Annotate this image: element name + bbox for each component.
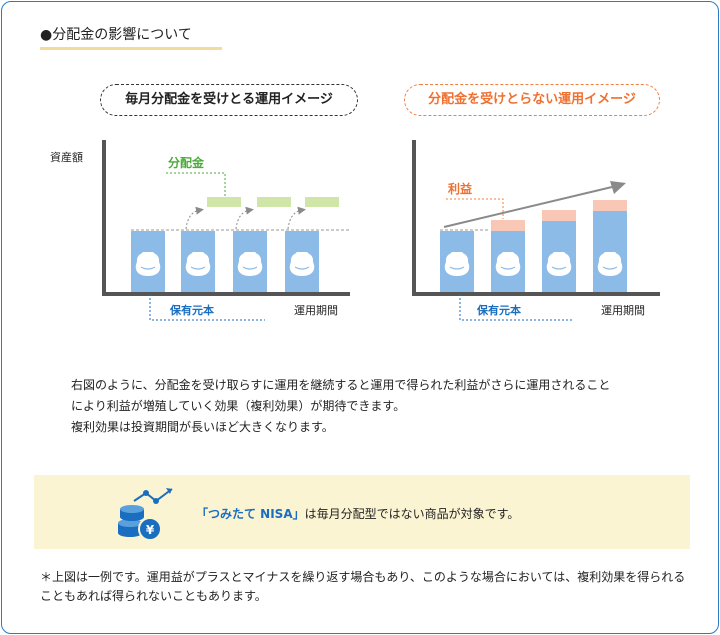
left-x-axis-label: 運用期間 (294, 304, 338, 317)
distribution-block-1 (207, 197, 241, 207)
svg-text:¥: ¥ (146, 523, 155, 537)
nisa-highlight: 「つみたて NISA」 (196, 507, 305, 521)
distribution-callout: 分配金 (168, 155, 205, 170)
heading-underline (40, 47, 222, 50)
nisa-info-box: ¥ 「つみたて NISA」は毎月分配型ではない商品が対象です。 (34, 475, 690, 549)
profit-block-1 (491, 220, 525, 231)
left-diagram-title: 毎月分配金を受けとる運用イメージ (100, 84, 358, 116)
nisa-statement: 「つみたて NISA」は毎月分配型ではない商品が対象です。 (196, 505, 519, 522)
footnote-line: こともあれば得られないこともあります。 (40, 589, 267, 603)
base-leader (459, 294, 572, 321)
growth-arrow (443, 186, 613, 228)
profit-leader (446, 198, 504, 219)
right-base-label: 保有元本 (476, 303, 521, 317)
purse-icon (495, 251, 521, 277)
right-diagram-title: 分配金を受けとらない運用イメージ (404, 84, 660, 116)
description-line: 右図のように、分配金を受け取らすに運用を継続すると運用で得られた利益がさらに運用… (71, 378, 611, 392)
profit-callout: 利益 (448, 181, 472, 196)
right-axes (412, 140, 660, 296)
footnote-line: ＊上図は一例です。運用益がプラスとマイナスを繰り返す場合もあり、このような場合に… (40, 570, 686, 584)
profit-block-2 (542, 210, 576, 221)
base-leader (149, 294, 265, 321)
distribution-block-2 (257, 197, 291, 207)
distribution-arrow (287, 206, 306, 230)
description: 右図のように、分配金を受け取らすに運用を継続すると運用で得られた利益がさらに運用… (71, 375, 610, 438)
nisa-rest: は毎月分配型ではない商品が対象です。 (304, 507, 520, 521)
description-line: 複利効果は投資期間が長いほど大きくなります。 (71, 420, 334, 434)
purse-icon (546, 251, 572, 277)
growth-arrow-head (610, 181, 626, 194)
profit-block-3 (593, 200, 627, 211)
purse-icon (444, 251, 470, 277)
distribution-arrow (185, 206, 204, 230)
comparison-diagram: 資産額 分配金 保有元本 運用期間 利益 保有元本 運用期間 (50, 140, 660, 321)
coins-chart-icon: ¥ (118, 488, 173, 541)
y-axis-label: 資産額 (50, 151, 83, 164)
right-bar-4 (593, 211, 627, 292)
distribution-block-3 (305, 197, 339, 207)
purse-icon (185, 251, 211, 277)
description-line: により利益が増殖していく効果（複利効果）が期待できます。 (71, 399, 406, 413)
left-base-label: 保有元本 (169, 303, 214, 317)
purse-icon (597, 251, 623, 277)
callout-leader (166, 172, 226, 196)
purse-icon (135, 251, 161, 277)
purse-icon (289, 251, 315, 277)
footnote: ＊上図は一例です。運用益がプラスとマイナスを繰り返す場合もあり、このような場合に… (40, 568, 690, 606)
purse-icon (237, 251, 263, 277)
left-axes (102, 140, 350, 296)
right-x-axis-label: 運用期間 (601, 304, 645, 317)
distribution-arrow (235, 206, 254, 230)
section-heading: ●分配金の影響について (40, 27, 192, 43)
